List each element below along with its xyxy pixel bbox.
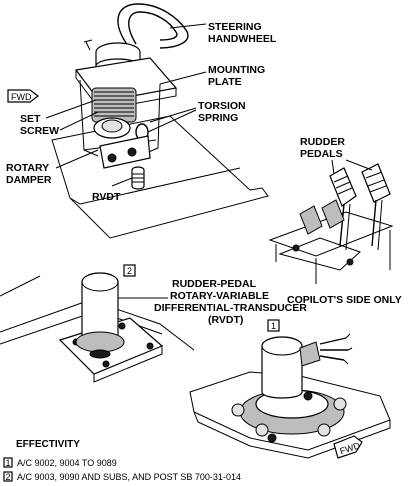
rvdt-title-line-1: RUDDER-PEDAL <box>172 278 257 290</box>
torsion-spring-label-2: SPRING <box>198 112 238 124</box>
callout-1-box <box>267 319 280 332</box>
callout-1-label: 1 <box>271 321 276 331</box>
rudder-pedals-label-1: RUDDER <box>300 136 345 148</box>
copilot-side-label: COPILOT'S SIDE ONLY <box>287 294 402 306</box>
rvdt-title-line-3: DIFFERENTIAL-TRANSDUCER <box>154 302 307 314</box>
steering-handwheel-label-2: HANDWHEEL <box>208 33 277 45</box>
effectivity-item-2: A/C 9003, 9090 AND SUBS, AND POST SB 700… <box>17 472 241 482</box>
rvdt-label-top: RVDT <box>92 191 121 203</box>
set-screw-label-2: SCREW <box>20 125 59 137</box>
set-screw-label-1: SET <box>20 113 41 125</box>
fwd-label-top: FWD <box>11 92 32 102</box>
steering-handwheel-label-1: STEERING <box>208 21 262 33</box>
rvdt-detail-1-drawing <box>189 333 391 459</box>
torsion-spring-label-1: TORSION <box>198 100 246 112</box>
effectivity-marker-1: 1 <box>6 458 11 468</box>
rudder-pedals-label-2: PEDALS <box>300 148 343 160</box>
mounting-plate-label-1: MOUNTING <box>208 64 265 76</box>
effectivity-marker-box-2 <box>3 471 13 482</box>
rotary-damper-label-1: ROTARY <box>6 162 49 174</box>
rudder-pedals-drawing <box>268 163 394 284</box>
rvdt-title-line-4: (RVDT) <box>208 314 243 326</box>
leader-lines-top <box>45 23 207 187</box>
mounting-plate-label-2: PLATE <box>208 76 242 88</box>
rvdt-detail-2-drawing <box>0 272 195 383</box>
rvdt-title-line-2: ROTARY-VARIABLE <box>170 290 269 302</box>
callout-2-label: 2 <box>127 266 132 276</box>
effectivity-title: EFFECTIVITY <box>16 439 80 450</box>
leader-lines-pedals <box>331 159 373 175</box>
rotary-damper-label-2: DAMPER <box>6 174 52 186</box>
callout-2-box <box>123 264 136 277</box>
effectivity-marker-box-1 <box>3 457 13 468</box>
effectivity-marker-2: 2 <box>6 472 11 482</box>
effectivity-item-1: A/C 9002, 9004 TO 9089 <box>17 458 117 468</box>
steering-assembly-drawing <box>7 3 269 239</box>
